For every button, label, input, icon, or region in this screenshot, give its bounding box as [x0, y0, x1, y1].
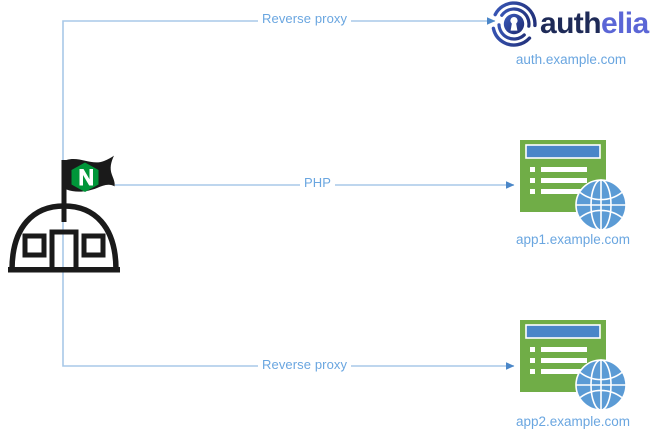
web-app-globe-icon [520, 320, 627, 411]
authelia-logo-icon [491, 1, 537, 47]
authelia-brand: authelia [488, 0, 654, 48]
web-app-globe-icon [520, 140, 627, 231]
authelia-wordmark-part2: elia [600, 7, 649, 40]
caption-auth-example-com: auth.example.com [515, 52, 627, 67]
node-authelia[interactable]: authelia [488, 0, 654, 74]
authelia-wordmark-part1: auth [540, 7, 602, 40]
node-app1[interactable] [518, 138, 628, 238]
node-app2[interactable] [518, 318, 628, 418]
caption-app1-example-com: app1.example.com [515, 232, 631, 247]
authelia-wordmark: authelia [540, 4, 649, 44]
edge-label-reverse-proxy-bottom: Reverse proxy [258, 358, 352, 372]
node-nginx[interactable] [8, 152, 128, 277]
edge-label-reverse-proxy-top: Reverse proxy [258, 12, 352, 26]
caption-app2-example-com: app2.example.com [515, 414, 631, 429]
edge-reverse-proxy-bottom [62, 185, 515, 370]
nginx-fortress-flag-icon [8, 155, 120, 273]
edge-label-php: PHP [300, 176, 336, 190]
